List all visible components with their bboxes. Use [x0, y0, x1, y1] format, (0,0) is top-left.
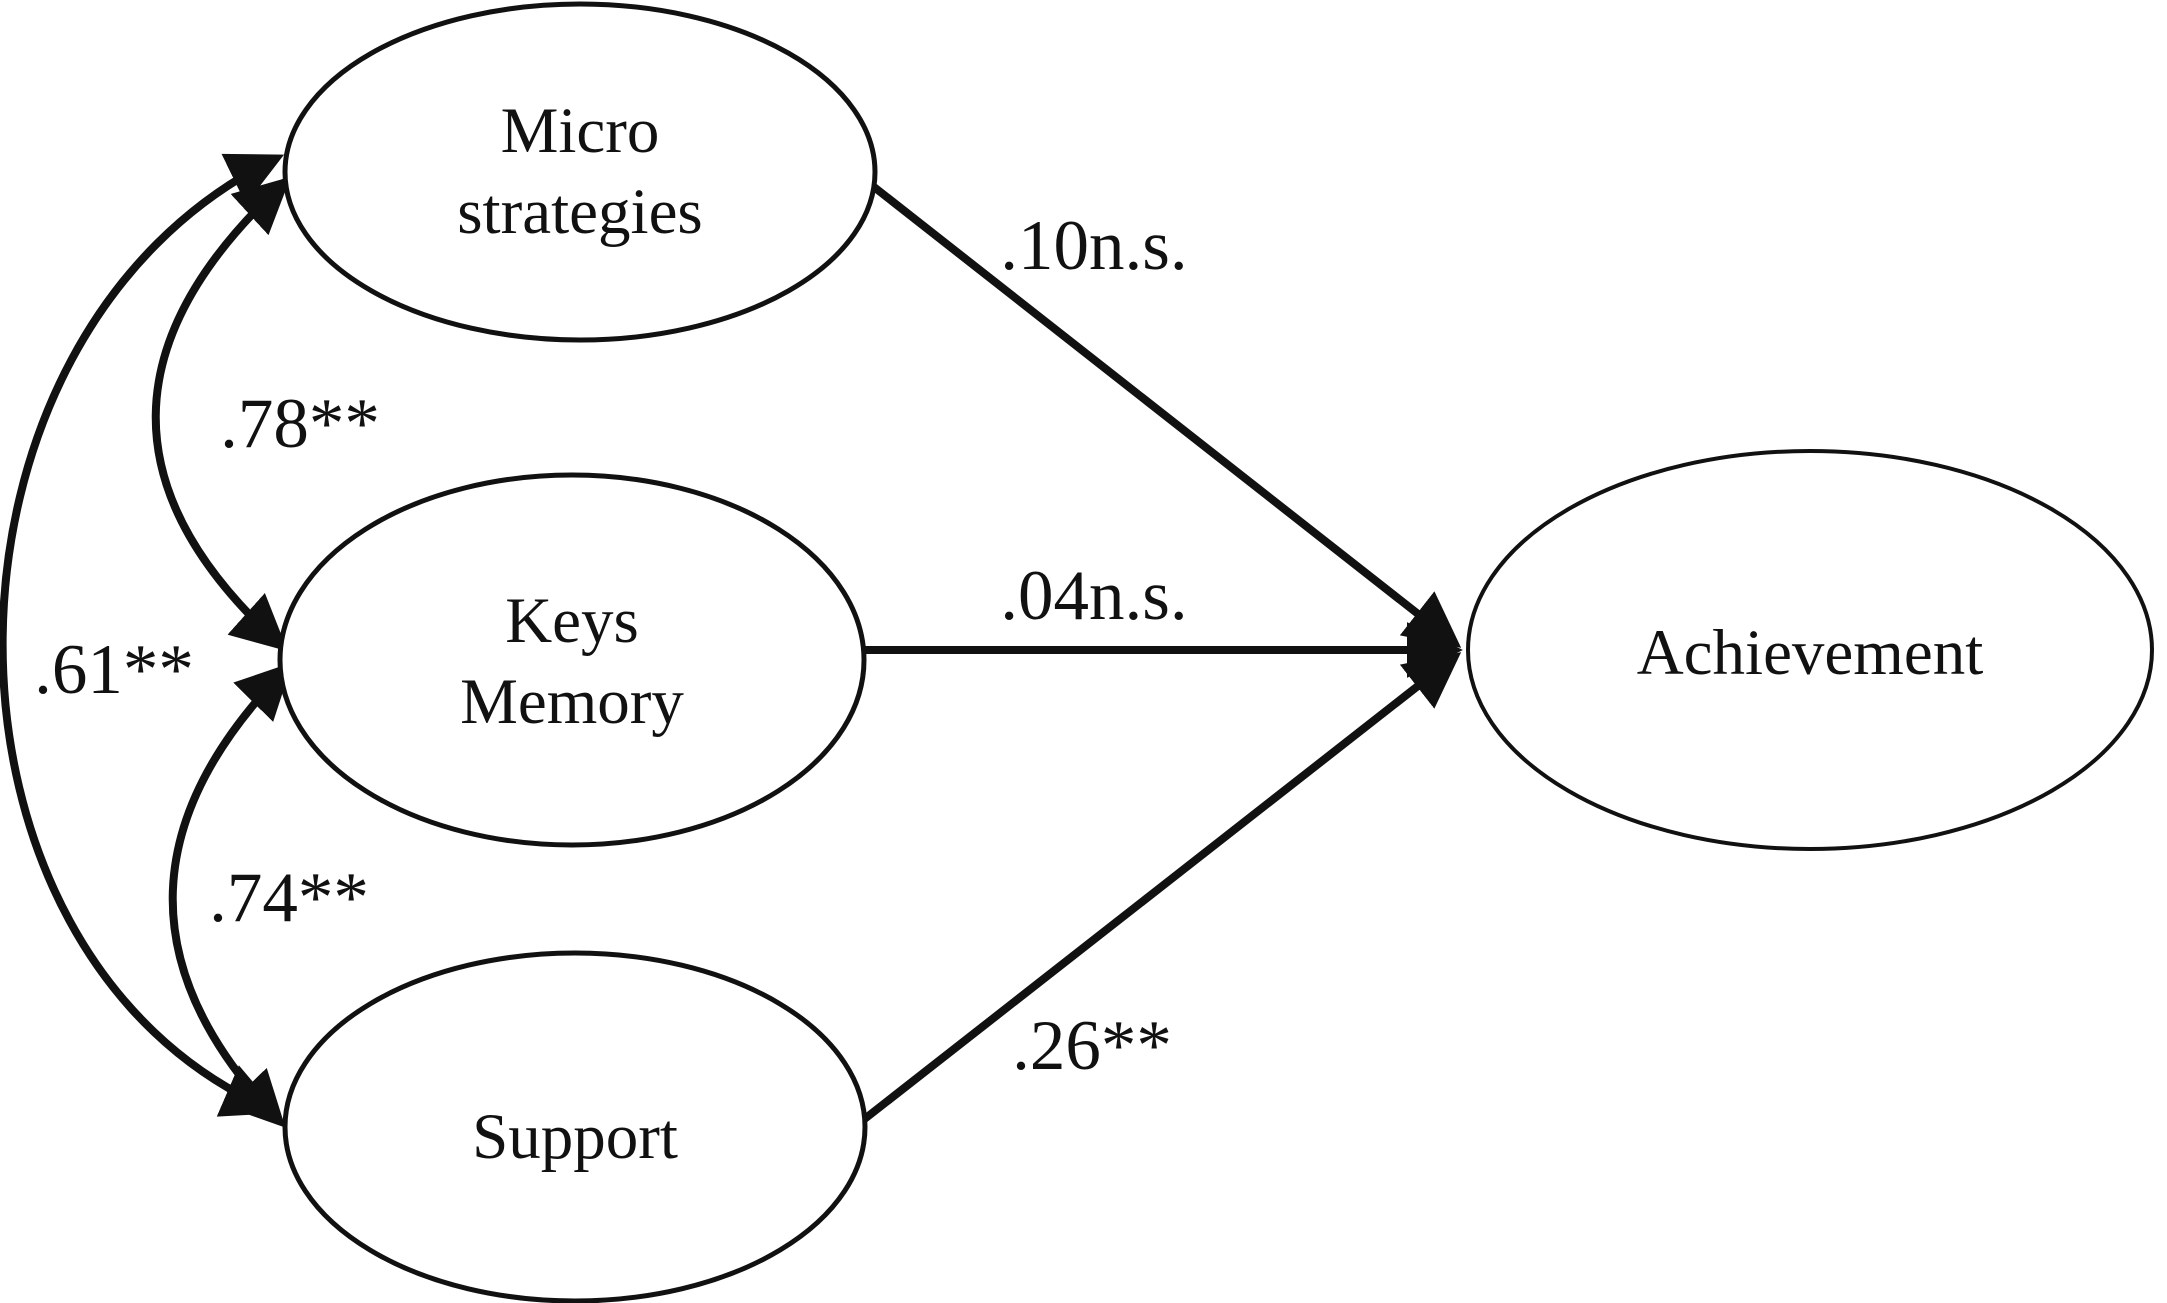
path-label-support-achievement: .26** [1012, 1007, 1172, 1085]
path-support-achievement [859, 652, 1462, 1125]
node-micro-strategies-label-line1: Micro [501, 95, 660, 167]
node-support: Support [282, 950, 868, 1303]
node-micro-strategies-shape [282, 1, 878, 343]
node-support-label: Support [472, 1101, 678, 1173]
node-achievement: Achievement [1466, 449, 2154, 851]
node-keys-memory: Keys Memory [277, 472, 867, 848]
path-label-micro-achievement: .10n.s. [1000, 207, 1187, 285]
node-achievement-label: Achievement [1637, 617, 1984, 689]
node-keys-memory-label-line2: Memory [460, 666, 684, 738]
node-achievement-shape [1466, 449, 2154, 851]
covariance-micro-support [0, 153, 285, 1117]
covariance-label-keys-support: .74** [209, 859, 369, 937]
node-micro-strategies-label-line2: strategies [457, 176, 702, 248]
path-micro-achievement [857, 172, 1462, 648]
node-keys-memory-label-line1: Keys [505, 585, 639, 657]
path-label-keys-achievement: .04n.s. [1000, 557, 1187, 635]
node-micro-strategies: Micro strategies [282, 1, 878, 343]
covariance-keys-support [168, 662, 293, 1128]
node-support-shape [282, 950, 868, 1303]
covariance-label-micro-support: .61** [34, 631, 194, 709]
covariance-label-micro-keys: .78** [220, 385, 380, 463]
node-keys-memory-shape [277, 472, 867, 848]
